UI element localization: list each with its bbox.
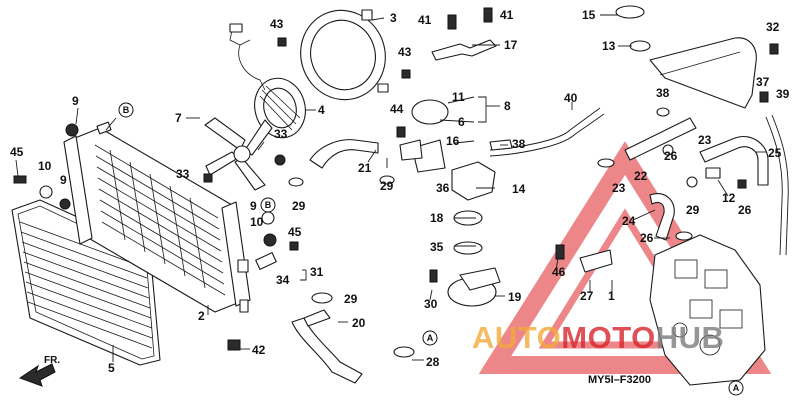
callout-10: 10 [38,159,52,173]
callout-17: 17 [504,38,518,52]
callout-5: 5 [108,361,115,375]
svg-text:A: A [427,333,434,343]
hose-24 [649,193,675,241]
thermostat-cover [447,161,501,307]
callout-33: 33 [274,127,288,141]
svg-text:A: A [733,383,740,393]
leader-lines [15,14,766,362]
callout-42: 42 [252,343,266,357]
hose-20 [291,309,363,384]
callout-32: 32 [766,20,780,34]
callout-2: 2 [198,309,205,323]
ref-mark-b-top: B [118,102,134,118]
radiator-core [63,121,251,313]
callout-46: 46 [552,265,566,279]
callout-28: 28 [426,355,440,369]
callout-20: 20 [352,316,366,330]
callout-14: 14 [512,182,526,196]
ref-mark-b-mid: B [260,197,276,213]
callout-24: 24 [622,214,636,228]
fan-blade [204,117,273,191]
callout-9: 9 [250,199,257,213]
callout-29: 29 [686,203,700,217]
callout-16: 16 [446,134,460,148]
callout-39: 39 [776,87,790,101]
callout-18: 18 [430,211,444,225]
callout-31: 31 [310,265,324,279]
callout-34: 34 [276,273,290,287]
callout-38: 38 [512,137,526,151]
callout-36: 36 [436,181,450,195]
callout-22: 22 [634,169,648,183]
callout-38: 38 [656,86,670,100]
callout-3: 3 [390,11,397,25]
hose-21 [309,139,379,169]
callout-45: 45 [10,145,24,159]
callout-30: 30 [424,297,438,311]
reserve-tank [615,5,757,109]
callout-43: 43 [270,17,284,31]
svg-text:AUTOMOTOHUB: AUTOMOTOHUB [472,320,724,355]
diagram-code: MY5I–F3200 [588,374,651,386]
callout-4: 4 [318,103,325,117]
callout-33: 33 [176,167,190,181]
callout-1: 1 [608,289,615,303]
callout-29: 29 [292,199,306,213]
callout-19: 19 [508,290,522,304]
callout-27: 27 [580,289,594,303]
callout-8: 8 [504,99,511,113]
callout-26: 26 [640,231,654,245]
callout-12: 12 [722,191,736,205]
fan-motor [229,23,306,139]
callout-45: 45 [288,225,302,239]
fasteners [13,7,779,358]
ref-mark-a-bottom: A [728,380,744,396]
callout-11: 11 [452,90,465,104]
callout-29: 29 [380,179,394,193]
callout-25: 25 [768,146,782,160]
callout-41: 41 [500,8,514,22]
callout-35: 35 [430,240,444,254]
callout-numbers: 3 43 43 41 41 17 15 13 32 37 39 38 40 11… [10,8,790,375]
hose-25 [699,136,769,186]
callout-44: 44 [390,102,404,116]
engine-block [649,234,766,386]
svg-text:B: B [123,105,130,115]
callout-7: 7 [175,111,182,125]
callout-10: 10 [250,215,264,229]
ref-mark-a-mid: A [422,330,438,346]
watermark-text: AUTOMOTOHUB [472,320,724,355]
bracket-17 [431,39,497,61]
callout-15: 15 [582,8,596,22]
filler-neck [399,99,449,173]
callout-29: 29 [344,292,358,306]
svg-text:FR.: FR. [44,355,60,366]
callout-13: 13 [602,39,616,53]
callout-26: 26 [664,149,678,163]
callout-23: 23 [612,181,626,195]
callout-40: 40 [564,91,578,105]
svg-text:B: B [265,200,272,210]
callout-9: 9 [72,94,79,108]
hose-22 [624,117,697,161]
callout-43: 43 [398,45,412,59]
hose-39 [765,114,789,256]
front-arrow: FR. [18,355,60,387]
callout-37: 37 [756,75,770,89]
callout-26: 26 [738,203,752,217]
callout-6: 6 [458,115,465,129]
callout-21: 21 [358,161,372,175]
callout-41: 41 [418,13,432,27]
fan-shroud [300,9,389,101]
callout-23: 23 [698,133,712,147]
callout-9: 9 [60,173,67,187]
